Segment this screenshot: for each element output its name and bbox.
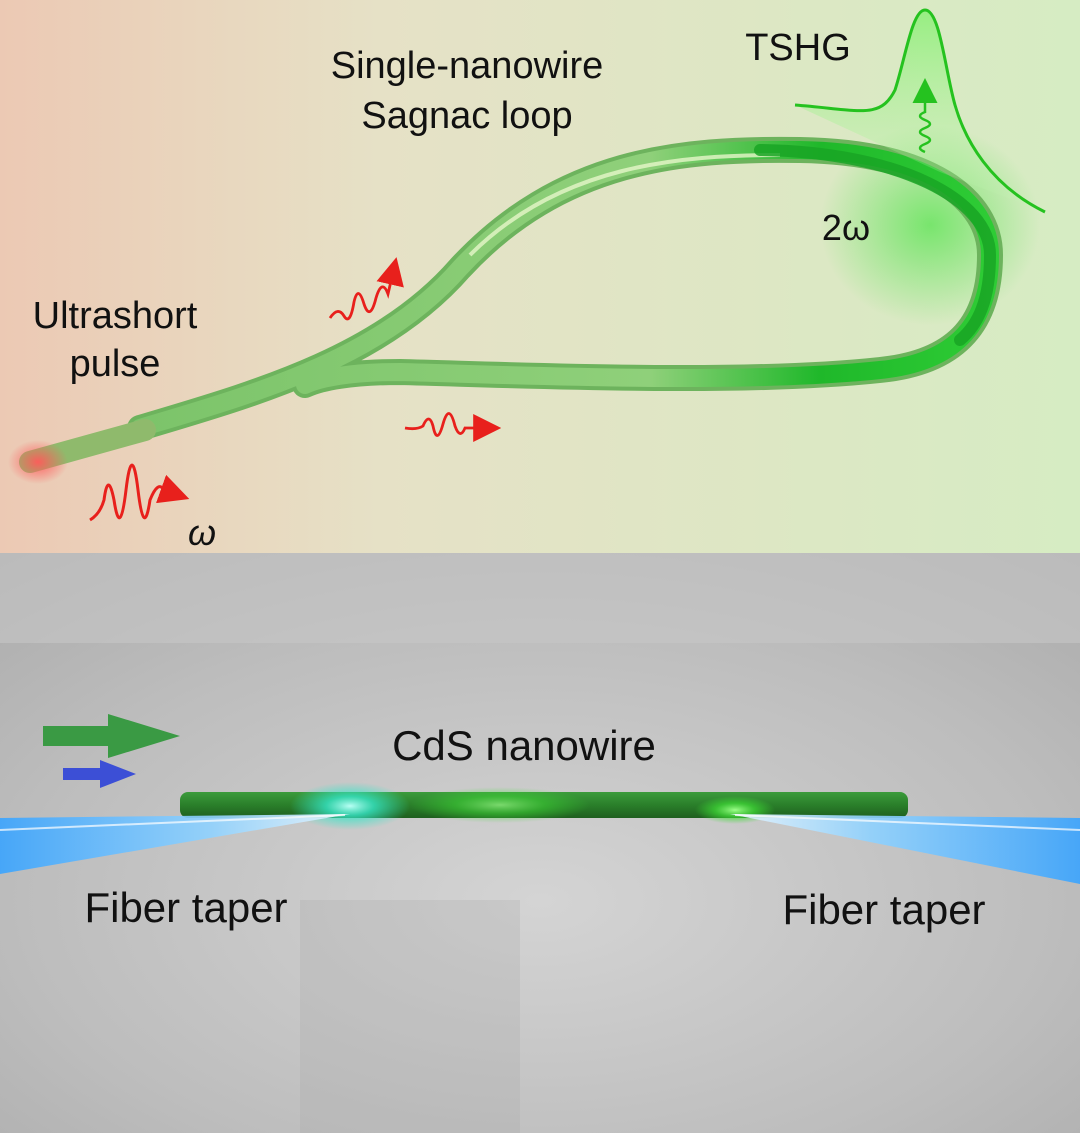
input-label-line2: pulse — [70, 343, 161, 385]
sagnac-loop-nanowire — [8, 136, 1004, 484]
input-red-glow — [8, 440, 68, 484]
tshg-wave-arrow — [912, 78, 938, 154]
tshg-pulse-peak — [794, 8, 1046, 214]
blue-input-arrow — [63, 760, 136, 788]
input-label-line1: Ultrashort — [33, 295, 198, 337]
fundamental-label: ω — [188, 512, 216, 553]
tshg-label: TSHG — [745, 27, 851, 69]
upper-pulse-arrow — [328, 257, 404, 321]
input-pulse-arrow — [89, 463, 190, 522]
lower-pulse-arrow — [404, 412, 502, 442]
loop-title-line2: Sagnac loop — [361, 95, 572, 137]
cyan-coupling-spot — [290, 782, 410, 830]
bottom-panel: CdS nanowire Fiber taper Fiber taper — [0, 553, 1080, 1133]
left-fiber-taper — [0, 814, 350, 874]
green-input-arrow — [43, 714, 180, 758]
right-fiber-taper — [730, 814, 1080, 884]
left-taper-label: Fiber taper — [84, 884, 287, 931]
nanowire-label: CdS nanowire — [392, 722, 656, 769]
loop-title-line1: Single-nanowire — [331, 45, 604, 87]
cds-nanowire — [180, 782, 908, 830]
top-panel: Single-nanowire Sagnac loop TSHG 2ω Ultr… — [0, 0, 1080, 553]
second-harmonic-label: 2ω — [822, 207, 870, 248]
right-taper-label: Fiber taper — [782, 886, 985, 933]
